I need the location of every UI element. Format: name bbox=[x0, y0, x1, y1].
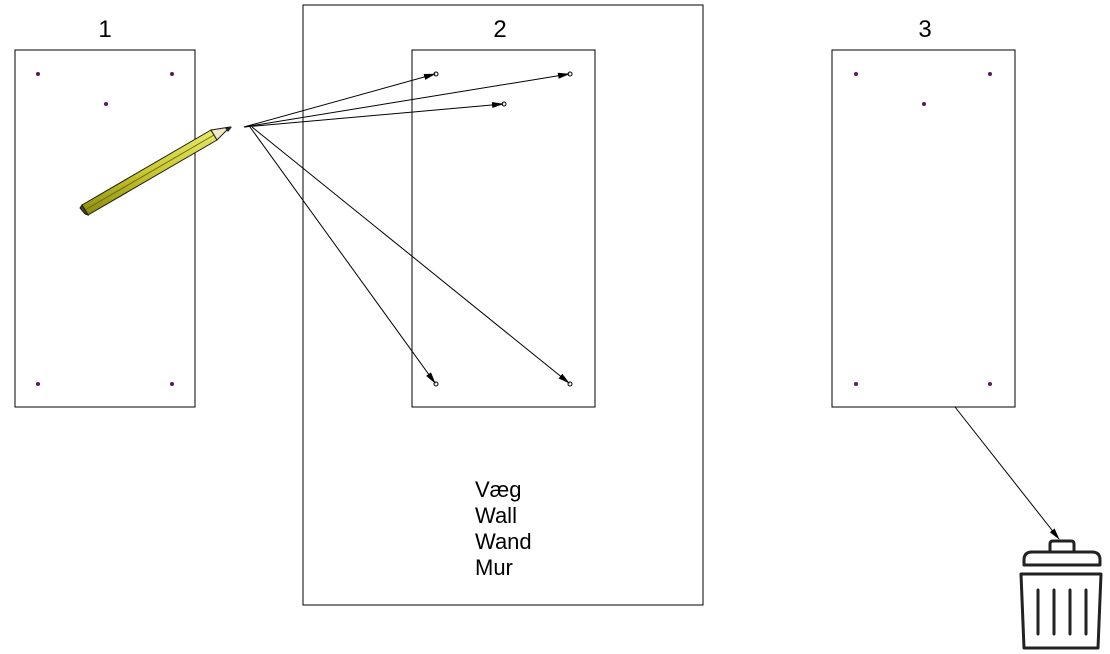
step-1-template bbox=[14, 49, 196, 408]
trash-bin bbox=[1019, 572, 1103, 650]
mark-dot bbox=[170, 72, 174, 76]
wall-outline bbox=[302, 4, 704, 606]
mark-dot bbox=[104, 102, 108, 106]
trash-icon bbox=[1019, 539, 1103, 650]
step-2-number: 2 bbox=[493, 16, 506, 43]
mark-dot bbox=[988, 72, 992, 76]
arrow-to-top-left bbox=[243, 73, 436, 128]
mark-dot bbox=[854, 382, 858, 386]
arrow-to-bottom-left bbox=[249, 126, 436, 384]
arrow-to-bottom-right bbox=[251, 126, 570, 384]
arrow-to-top-center bbox=[243, 101, 504, 128]
step-2-wall: Væg Wall Wand Mur bbox=[302, 4, 704, 606]
wall-label-fr: Mur bbox=[475, 555, 513, 580]
mark-dot bbox=[36, 72, 40, 76]
template-on-wall bbox=[411, 49, 596, 408]
mark-dot bbox=[922, 102, 926, 106]
marking-arrows bbox=[243, 72, 570, 384]
mark-dot bbox=[36, 382, 40, 386]
template-sheet-1 bbox=[14, 49, 196, 408]
trash-lid bbox=[1022, 550, 1102, 567]
template-sheet-3 bbox=[831, 49, 1016, 408]
wall-label-en: Wall bbox=[475, 503, 517, 528]
arrow-to-top-right bbox=[243, 72, 570, 128]
pencil-icon bbox=[79, 126, 232, 216]
wall-label-de: Wand bbox=[475, 529, 532, 554]
pencil-facet bbox=[84, 134, 215, 211]
pencil-lead bbox=[225, 127, 232, 132]
mark-dot bbox=[170, 382, 174, 386]
pencil-end bbox=[79, 204, 90, 216]
step-1-number: 1 bbox=[98, 16, 111, 43]
mark-dot bbox=[988, 382, 992, 386]
step-3-template bbox=[831, 49, 1016, 408]
step-3-number: 3 bbox=[918, 16, 931, 43]
wall-label-da: Væg bbox=[475, 477, 521, 502]
pencil-wood-tip bbox=[210, 126, 232, 141]
arrow-to-trash bbox=[954, 406, 1060, 540]
mark-dot bbox=[854, 72, 858, 76]
trash-lid-handle bbox=[1048, 539, 1076, 554]
